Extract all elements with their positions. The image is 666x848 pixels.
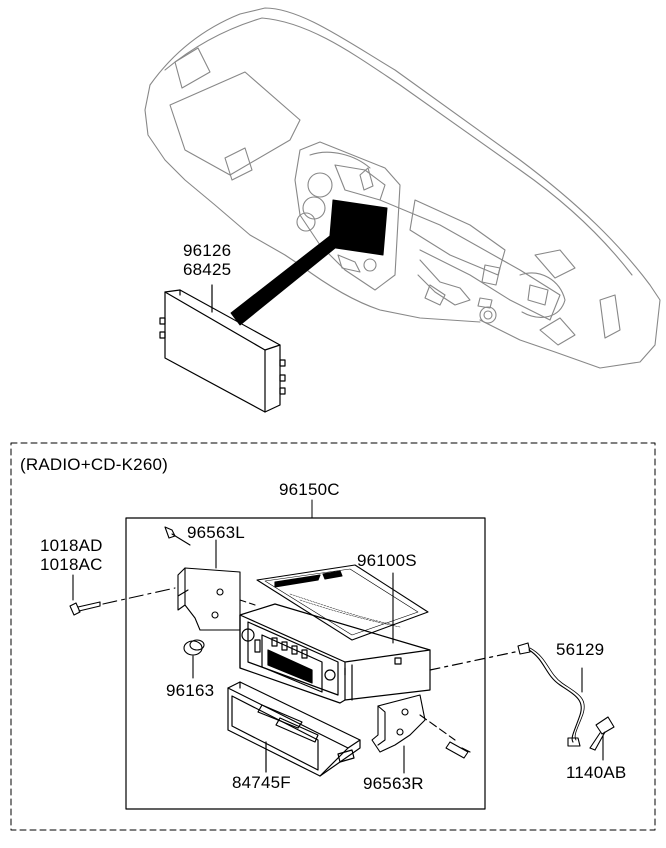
part-label-84745F: 84745F — [232, 773, 291, 792]
part-label-96100S: 96100S — [357, 551, 417, 570]
section-title: (RADIO+CD-K260) — [20, 455, 169, 474]
leader-wedge — [230, 231, 346, 326]
bolt-1140AB — [589, 716, 615, 761]
knob-96163 — [183, 639, 205, 679]
part-label-1140AB: 1140AB — [566, 763, 627, 782]
bracket-96563L — [164, 526, 256, 631]
bracket-96563R — [371, 694, 471, 774]
dashboard-outline — [144, 7, 661, 369]
part-label-96126: 96126 — [183, 241, 232, 260]
harness-56129 — [517, 642, 585, 747]
part-label-68425: 68425 — [183, 260, 232, 279]
part-label-56129: 56129 — [556, 640, 605, 659]
assembly-frame — [125, 517, 486, 810]
radio-unit — [239, 603, 516, 704]
screw-1018AD — [69, 574, 176, 616]
part-label-1018AD: 1018AD — [40, 536, 103, 555]
pocket-84745F — [227, 681, 361, 777]
part-label-96563R: 96563R — [363, 774, 424, 793]
part-label-96150C: 96150C — [279, 480, 340, 499]
section-frame — [10, 442, 656, 831]
bezel-plate — [159, 284, 286, 413]
radio-opening — [328, 199, 388, 256]
part-label-96163: 96163 — [166, 681, 215, 700]
cover-plate-96100S — [256, 564, 429, 644]
part-label-96563L: 96563L — [187, 523, 245, 542]
part-label-1018AC: 1018AC — [40, 555, 103, 574]
